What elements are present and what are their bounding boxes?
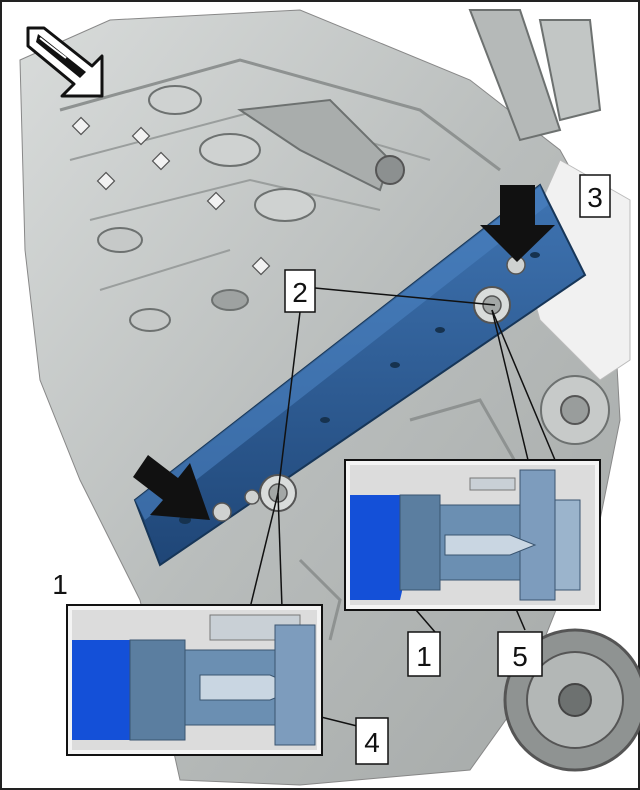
callout-2: 2 <box>284 269 316 313</box>
callout-2-text: 2 <box>292 277 308 308</box>
alignment-tool-bar <box>133 183 587 567</box>
detail-inset-right <box>344 459 601 611</box>
push-arrow-icon <box>480 185 555 262</box>
callout-1b-text: 1 <box>416 641 432 672</box>
callout-5: 5 <box>497 631 543 677</box>
callout-1b: 1 <box>407 631 441 677</box>
callout-4-text: 4 <box>364 727 380 758</box>
callout-3: 3 <box>579 174 611 218</box>
callout-3-text: 3 <box>587 182 603 213</box>
callout-5-text: 5 <box>512 641 528 672</box>
push-arrow-icon <box>133 455 210 520</box>
callout-1a-text: 1 <box>52 569 68 600</box>
detail-inset-left <box>66 604 323 756</box>
callout-4: 4 <box>355 717 389 765</box>
vehicle-direction-arrow-icon <box>26 26 104 98</box>
callout-1a: 1 <box>45 562 75 604</box>
